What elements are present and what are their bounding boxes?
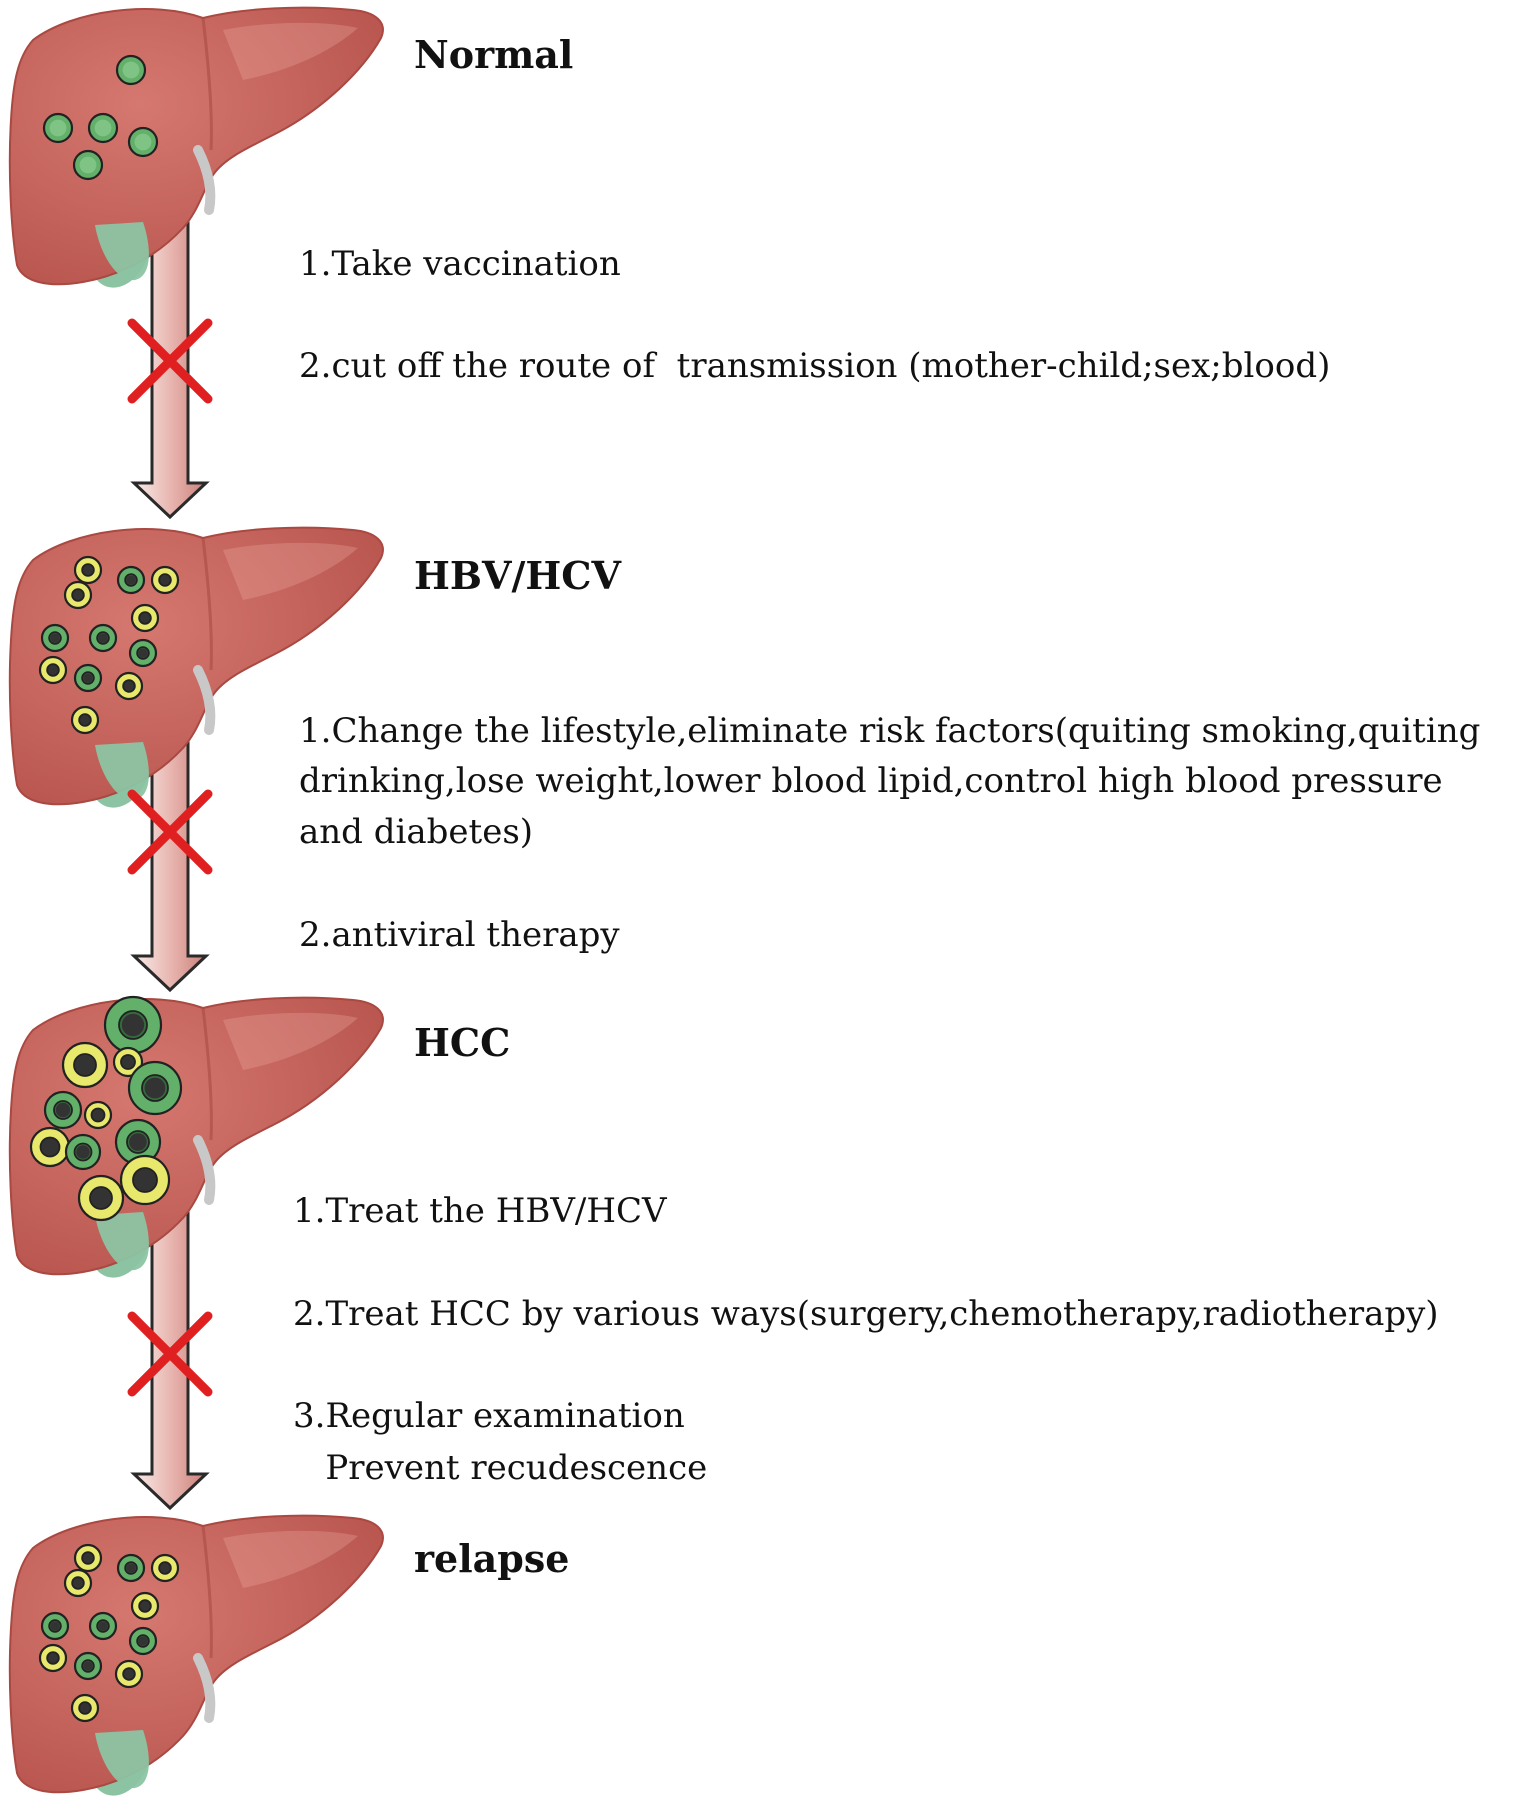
cell-icon: [114, 1118, 162, 1166]
treatment-step-examination-line-2: Prevent recudescence: [293, 1448, 708, 1488]
liver-icon: [8, 995, 384, 1278]
treatment-step-hcc: 2.Treat HCC by various ways(surgery,chem…: [293, 1294, 1439, 1334]
cell-icon: [63, 580, 93, 610]
blocked-cross-icon: [127, 789, 213, 875]
cell-icon: [128, 1626, 158, 1656]
progression-arrow: [130, 1178, 210, 1511]
cell-icon: [70, 1693, 100, 1723]
blocked-cross-icon: [127, 318, 213, 404]
blocked-cross-icon: [127, 1311, 213, 1397]
cell-icon: [83, 1100, 113, 1130]
cell-icon: [29, 1126, 71, 1168]
prevention-step-lifestyle-line-2: drinking,lose weight,lower blood lipid,c…: [299, 761, 1443, 801]
progression-arrow: [130, 188, 210, 520]
cell-icon: [72, 149, 104, 181]
prevention-step-antiviral: 2.antiviral therapy: [299, 915, 620, 955]
cell-icon: [119, 1154, 171, 1206]
stage-title-hbv-hcv: HBV/HCV: [414, 553, 622, 598]
cell-icon: [88, 623, 118, 653]
cell-icon: [73, 663, 103, 693]
stage-title-relapse: relapse: [414, 1536, 570, 1581]
cell-icon: [88, 1611, 118, 1641]
stage-title-hcc: HCC: [414, 1020, 511, 1065]
treatment-step-hbv-hcv: 1.Treat the HBV/HCV: [293, 1191, 667, 1231]
cell-icon: [150, 565, 180, 595]
cell-icon: [77, 1174, 125, 1222]
cell-icon: [64, 1133, 102, 1171]
prevention-step-lifestyle-line-1: 1.Change the lifestyle,eliminate risk fa…: [299, 711, 1481, 751]
cell-icon: [115, 54, 147, 86]
liver-icon: [8, 526, 384, 808]
liver-icon: [8, 6, 384, 288]
cell-icon: [42, 112, 74, 144]
cell-icon: [112, 1046, 144, 1078]
cell-icon: [73, 555, 103, 585]
treatment-step-examination-line-1: 3.Regular examination: [293, 1396, 685, 1436]
cell-icon: [63, 1568, 93, 1598]
cell-icon: [128, 638, 158, 668]
cell-icon: [114, 1659, 144, 1689]
cell-icon: [38, 655, 68, 685]
cell-icon: [87, 112, 119, 144]
cell-icon: [73, 1651, 103, 1681]
prevention-step-vaccination: 1.Take vaccination: [299, 244, 621, 284]
cell-icon: [127, 126, 159, 158]
cell-icon: [103, 995, 163, 1055]
cell-icon: [40, 623, 70, 653]
prevention-step-transmission: 2.cut off the route of transmission (mot…: [299, 346, 1331, 386]
cell-icon: [130, 603, 160, 633]
cell-icon: [40, 1611, 70, 1641]
prevention-step-lifestyle-line-3: and diabetes): [299, 812, 534, 852]
cell-icon: [150, 1553, 180, 1583]
cell-icon: [70, 705, 100, 735]
cell-icon: [130, 1591, 160, 1621]
cell-icon: [127, 1060, 183, 1116]
cell-icon: [43, 1090, 83, 1130]
cell-icon: [114, 671, 144, 701]
cell-icon: [73, 1543, 103, 1573]
cell-icon: [61, 1041, 109, 1089]
cell-icon: [38, 1643, 68, 1673]
stage-title-normal: Normal: [414, 32, 574, 77]
cell-icon: [116, 565, 146, 595]
liver-icon: [8, 1514, 384, 1796]
cell-icon: [116, 1553, 146, 1583]
